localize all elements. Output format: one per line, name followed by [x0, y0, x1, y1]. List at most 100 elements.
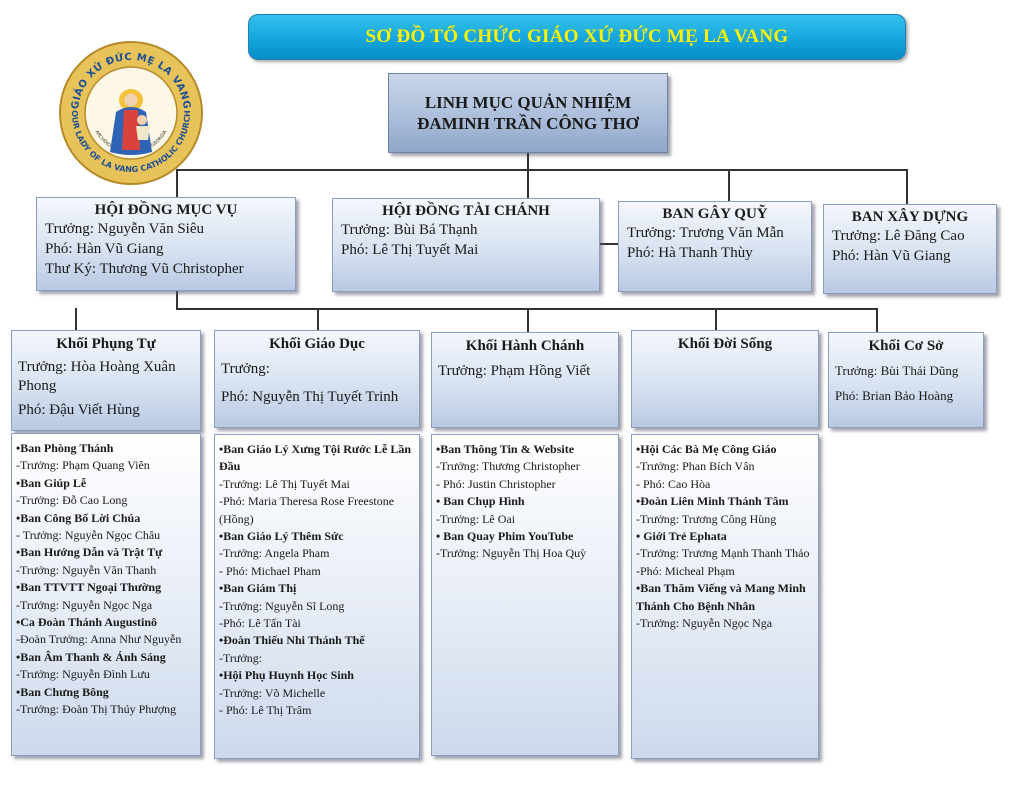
block-box-education: Khối Giáo Dục Trưởng: Phó: Nguyễn Thị Tu…	[214, 330, 420, 428]
connector	[876, 308, 878, 332]
connector	[317, 308, 319, 331]
block-row: Trưởng:	[221, 361, 270, 377]
pastor-box: LINH MỤC QUẢN NHIỆM ĐAMINH TRẦN CÔNG THƠ	[388, 73, 668, 153]
block-row: Trưởng: Hòa Hoàng Xuân Phong	[18, 359, 176, 394]
connector	[600, 243, 618, 245]
list-item: -Phó: Micheal Phạm	[636, 563, 735, 578]
council-name: BAN XÂY DỰNG	[851, 209, 969, 225]
list-item: -Trưởng: Nguyễn Sĩ Long	[219, 598, 345, 613]
list-heading: •Ban Hướng Dẫn và Trật Tự	[16, 545, 163, 560]
list-item: -Trưởng: Võ Michelle	[219, 685, 326, 700]
list-item: -Trưởng: Đoàn Thị Thúy Phượng	[16, 702, 177, 717]
list-item: -Trưởng: Trương Mạnh Thanh Thảo	[636, 546, 810, 561]
list-heading: • Ban Chụp Hình	[436, 494, 525, 509]
connector	[906, 169, 908, 204]
connector	[176, 291, 178, 310]
title-banner: SƠ ĐỒ TỔ CHỨC GIÁO XỨ ĐỨC MẸ LA VANG	[248, 14, 906, 60]
list-box-liturgy: •Ban Phòng Thánh -Trưởng: Phạm Quang Viên…	[11, 433, 201, 756]
block-name: Khối Đời Sống	[677, 336, 773, 352]
list-heading: •Đoàn Liên Minh Thánh Tâm	[636, 494, 789, 509]
council-row: Thư Ký: Thương Vũ Christopher	[45, 261, 244, 277]
block-row: Phó: Đậu Viết Hùng	[18, 402, 140, 418]
list-item: -Trưởng: Phan Bích Vân	[636, 459, 755, 474]
block-name: Khối Giáo Dục	[269, 336, 365, 352]
block-box-life: Khối Đời Sống	[631, 330, 819, 428]
council-row: Trưởng: Nguyễn Văn Siêu	[45, 221, 204, 237]
block-name: Khối Cơ Sở	[868, 338, 944, 354]
block-row: Trưởng: Bùi Thái Dũng	[835, 363, 959, 378]
list-box-life: •Hội Các Bà Mẹ Công Giáo -Trưởng: Phan Bí…	[631, 434, 819, 759]
council-row: Phó: Hà Thanh Thùy	[627, 245, 753, 261]
list-item: -Trưởng: Nguyễn Ngọc Nga	[636, 616, 773, 631]
block-name: Khối Hành Chánh	[465, 338, 585, 354]
list-box-education: •Ban Giáo Lý Xưng Tội Rước Lễ Lần Đầu -Tr…	[214, 434, 420, 759]
list-heading: •Ban Công Bố Lời Chúa	[16, 510, 141, 525]
list-item: -Trưởng: Trương Công Hùng	[636, 511, 777, 526]
list-item: -Trưởng: Đỗ Cao Long	[16, 493, 128, 508]
connector	[527, 153, 529, 170]
list-heading: •Ban Âm Thanh & Ánh Sáng	[16, 649, 166, 664]
list-heading: •Ban Chưng Bông	[16, 684, 109, 699]
council-box-construction: BAN XÂY DỰNG Trưởng: Lê Đăng Cao Phó: Hà…	[823, 204, 997, 294]
list-item: - Phó: Justin Christopher	[436, 476, 556, 491]
council-row: Phó: Lê Thị Tuyết Mai	[341, 242, 479, 258]
list-heading: •Ban Giáo Lý Xưng Tội Rước Lễ Lần Đầu	[219, 442, 412, 474]
chart-title: SƠ ĐỒ TỔ CHỨC GIÁO XỨ ĐỨC MẸ LA VANG	[365, 26, 789, 47]
council-row: Trưởng: Trương Văn Mẫn	[627, 225, 784, 241]
block-name: Khối Phụng Tự	[56, 336, 156, 352]
connector	[75, 308, 77, 331]
connector	[527, 308, 529, 332]
list-heading: •Ca Đoàn Thánh Augustinô	[16, 615, 158, 630]
connector	[176, 169, 178, 197]
block-box-administration: Khối Hành Chánh Trưởng: Phạm Hồng Viết	[431, 332, 619, 428]
list-heading: •Ban Thăm Viếng và Mang Minh Thánh Cho B…	[636, 581, 806, 613]
list-item: - Phó: Michael Pham	[219, 563, 321, 578]
council-row: Trưởng: Bùi Bá Thạnh	[341, 222, 478, 238]
block-box-liturgy: Khối Phụng Tự Trưởng: Hòa Hoàng Xuân Pho…	[11, 330, 201, 431]
council-name: HỘI ĐỒNG MỤC VỤ	[94, 202, 238, 218]
list-item: -Trưởng: Nguyễn Ngọc Nga	[16, 597, 153, 612]
list-heading: •Ban Thông Tin & Website	[436, 442, 575, 456]
list-item: -Trưởng: Nguyễn Đình Lưu	[16, 667, 150, 682]
block-row: Phó: Brian Bảo Hoàng	[835, 388, 954, 403]
list-heading: • Giới Trẻ Ephata	[636, 529, 727, 544]
list-heading: •Hội Các Bà Mẹ Công Giáo	[636, 442, 777, 456]
list-heading: •Ban TTVTT Ngoại Thường	[16, 580, 162, 595]
list-heading: •Ban Giám Thị	[219, 581, 297, 596]
council-name: BAN GÂY QUỸ	[662, 206, 768, 222]
connector	[527, 169, 529, 198]
council-row: Phó: Hàn Vũ Giang	[45, 241, 164, 257]
parish-logo: GIÁO XỨ ĐỨC MẸ LA VANG OUR LADY OF LA VA…	[59, 41, 203, 185]
council-box-finance: HỘI ĐỒNG TÀI CHÁNH Trưởng: Bùi Bá Thạnh …	[332, 198, 600, 292]
list-item: - Phó: Lê Thị Trâm	[219, 703, 312, 718]
council-box-fundraising: BAN GÂY QUỸ Trưởng: Trương Văn Mẫn Phó: …	[618, 201, 812, 292]
list-heading: •Ban Phòng Thánh	[16, 441, 114, 455]
pastor-name: ĐAMINH TRẦN CÔNG THƠ	[417, 114, 639, 133]
list-item: -Trưởng: Nguyễn Văn Thanh	[16, 562, 157, 577]
list-heading: •Hội Phụ Huynh Học Sinh	[219, 668, 354, 683]
council-name: HỘI ĐỒNG TÀI CHÁNH	[382, 203, 550, 219]
list-item: -Trưởng: Thương Christopher	[436, 459, 580, 474]
list-item: -Phó: Maria Theresa Rose Freestone (Hồng…	[219, 494, 395, 526]
list-heading: • Ban Quay Phim YouTube	[436, 529, 574, 544]
connector	[715, 308, 717, 331]
block-box-facilities: Khối Cơ Sở Trưởng: Bùi Thái Dũng Phó: Br…	[828, 332, 984, 428]
list-heading: •Đoàn Thiếu Nhi Thánh Thể	[219, 633, 365, 648]
list-item: - Trưởng: Nguyễn Ngọc Châu	[16, 528, 161, 543]
connector	[728, 169, 730, 201]
list-item: -Đoàn Trưởng: Anna Như Nguyễn	[16, 632, 182, 647]
list-item: -Trưởng:	[219, 650, 263, 665]
list-box-administration: •Ban Thông Tin & Website -Trưởng: Thương …	[431, 434, 619, 756]
list-heading: •Ban Giúp Lễ	[16, 475, 87, 490]
list-item: -Trưởng: Phạm Quang Viên	[16, 458, 150, 473]
council-box-pastoral: HỘI ĐỒNG MỤC VỤ Trưởng: Nguyễn Văn Siêu …	[36, 197, 296, 291]
council-row: Phó: Hàn Vũ Giang	[832, 248, 951, 264]
list-item: -Trưởng: Angela Pham	[219, 546, 330, 561]
list-item: -Trưởng: Lê Thị Tuyết Mai	[219, 476, 350, 491]
pastor-title: LINH MỤC QUẢN NHIỆM	[424, 93, 632, 112]
list-item: -Trưởng: Lê Oai	[436, 511, 516, 526]
block-row: Trưởng: Phạm Hồng Viết	[438, 363, 591, 379]
list-item: -Phó: Lê Tấn Tài	[219, 616, 301, 631]
list-heading: •Ban Giáo Lý Thêm Sức	[219, 529, 344, 544]
connector	[176, 169, 908, 171]
